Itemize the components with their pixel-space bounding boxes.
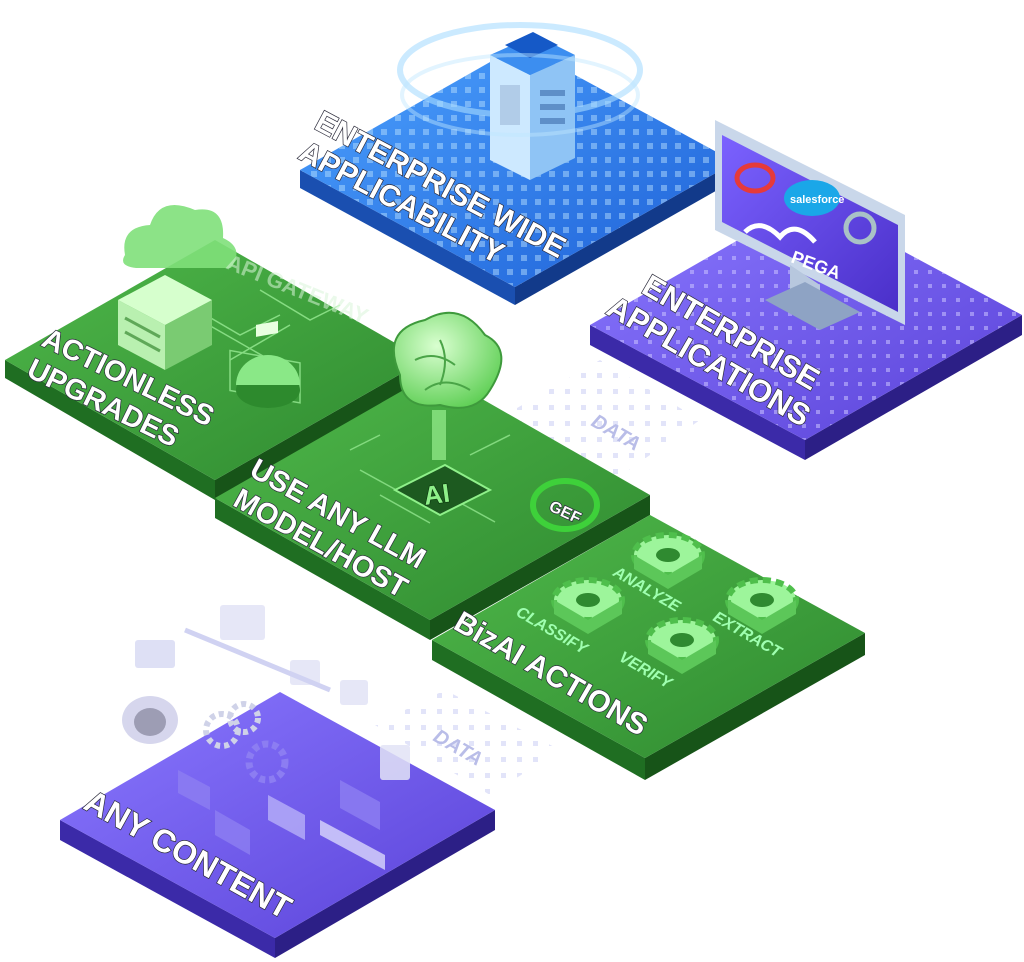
monitor-icon: salesforce PEGA (715, 120, 905, 330)
gear-analyze-icon (631, 532, 705, 589)
gear-extract-icon (725, 577, 799, 634)
data-stream-top: DATA (505, 360, 700, 490)
brain-icon (392, 311, 503, 460)
platform-actionless (5, 240, 425, 500)
ai-chip-label: AI (422, 478, 452, 511)
content-cards (122, 605, 410, 870)
gear-classify-icon (551, 577, 625, 634)
salesforce-logo: salesforce (784, 180, 844, 216)
svg-text:salesforce: salesforce (790, 194, 844, 206)
code-brackets-icon (340, 780, 380, 830)
server-tower-icon (397, 22, 643, 180)
small-gears-icon (203, 701, 289, 784)
data-stream-bottom: DATA (375, 690, 560, 795)
ai-chip-icon: AI (392, 463, 493, 517)
dome-chip-icon (236, 320, 300, 408)
gear-icons (551, 532, 799, 674)
user-card-icon (178, 770, 210, 810)
cloud-server-icon (118, 205, 237, 370)
platform-bizai (432, 515, 865, 780)
code-card-icon (215, 810, 250, 855)
gear-verify-icon (645, 617, 719, 674)
